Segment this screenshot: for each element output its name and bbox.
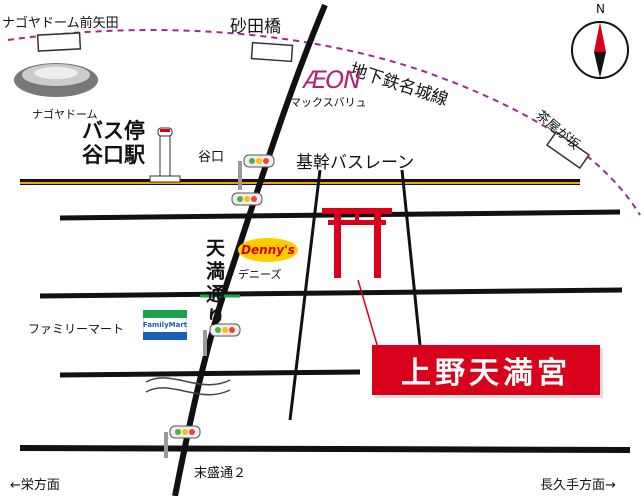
label-bus-lane: 基幹バスレーン [296,153,415,173]
road [400,169,422,346]
traffic-light-icon [164,425,201,458]
river-icon [145,377,231,386]
traffic-light-icon [238,154,275,190]
road [39,287,623,299]
label-familymart: ファミリーマート [28,322,125,336]
label-dennys: デニーズ [238,268,282,281]
aeon-logo: ÆON [303,66,361,94]
traffic-light-icon [231,192,263,206]
torii-icon [322,208,392,278]
destination-label: 上野天満宮 [372,345,600,395]
road [288,169,322,421]
bus-stop-icon [149,127,181,183]
pointer-line [357,279,379,349]
dome-icon [14,63,98,97]
compass-north-label: N [596,2,605,16]
label-nagakute-direction: 長久手方面→ [540,478,616,493]
label-tenma-dori: 天満通り [203,238,225,330]
label-sunadabashi: 砂田橋 [230,17,281,37]
station-icon [545,130,591,170]
dennys-logo: Denny's [238,238,298,262]
subway-line-path [7,29,641,216]
label-sakae-direction: ←栄方面 [10,478,60,493]
label-suemori-dori: 末盛通２ [194,466,247,481]
road [59,369,361,378]
label-taniguchi-station: 谷口駅 [82,143,145,167]
label-nagoya-dome-mae-yada: ナゴヤドーム前矢田 [2,16,119,31]
compass-icon [571,21,629,79]
road-suemori [19,445,631,453]
label-taniguchi: 谷口 [198,150,225,165]
station-icon [36,32,82,52]
station-icon [250,41,294,63]
river-icon [145,387,231,396]
label-maxvalu: マックスバリュ [290,96,367,109]
label-nagoya-dome: ナゴヤドーム [32,108,98,121]
familymart-logo: FamilyMart [143,310,187,344]
label-bus-stop: バス停 [82,119,145,143]
traffic-light-icon [203,323,241,356]
familymart-logo-text: FamilyMart [143,318,187,332]
road-tenma-dori [172,3,328,496]
